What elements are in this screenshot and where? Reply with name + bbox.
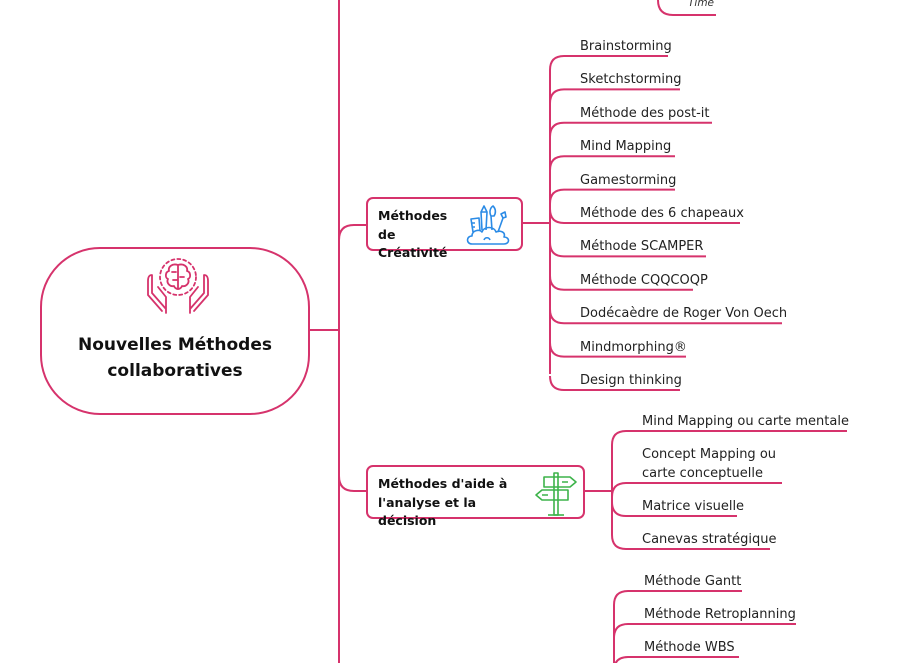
leaf-node[interactable]: Design thinking xyxy=(580,373,682,388)
leaf-underline xyxy=(614,656,739,663)
leaf-underline xyxy=(549,342,686,358)
branch-methodes-analyse-decision[interactable]: Méthodes d'aide à l'analyse et la décisi… xyxy=(366,465,585,528)
leaf-underline xyxy=(549,242,706,258)
leaf-underline xyxy=(549,275,693,291)
leaf-node[interactable]: Mind Mapping ou carte mentale xyxy=(642,414,849,429)
leaf-underline xyxy=(611,534,770,550)
planning-leaf-lines xyxy=(613,590,796,663)
leaf-node[interactable]: Sketchstorming xyxy=(580,72,682,88)
leaf-node[interactable]: Mindmorphing® xyxy=(580,339,687,355)
leaf-underline xyxy=(549,55,668,71)
leaf-node[interactable]: Méthode CQQCOQP xyxy=(580,272,708,288)
leaf-underline xyxy=(549,88,680,104)
branch-label: Méthodes d'aide à l'analyse et la décisi… xyxy=(378,476,508,528)
time-label: Time xyxy=(688,0,715,9)
leaf-node[interactable]: Méthode des post-it xyxy=(580,105,710,121)
leaf-node[interactable]: Brainstorming xyxy=(580,39,672,54)
leaf-underline xyxy=(613,623,796,639)
leaf-node[interactable]: Matrice visuelle xyxy=(642,499,745,514)
creativite-leaf-lines xyxy=(549,55,782,391)
leaf-underline xyxy=(549,155,675,171)
leaf-underline xyxy=(611,501,737,517)
leaf-underline xyxy=(611,430,847,446)
central-node[interactable]: Nouvelles Méthodes collaboratives xyxy=(40,247,310,415)
leaf-node[interactable]: Méthode des 6 chapeaux xyxy=(580,206,744,221)
leaf-underline xyxy=(549,121,712,137)
leaf-node[interactable]: Méthode Retroplanning xyxy=(644,607,796,622)
art-supplies-cloud-icon xyxy=(466,205,510,245)
leaf-node[interactable]: Mind Mapping xyxy=(580,139,672,155)
branch-connector-analyse xyxy=(338,475,366,492)
time-underline xyxy=(657,0,716,16)
leaf-node[interactable]: Gamestorming xyxy=(580,172,677,188)
leaf-underline xyxy=(549,309,782,325)
branch-methodes-creativite[interactable]: Méthodes de Créativité xyxy=(366,197,523,260)
brain-in-hands-icon xyxy=(147,258,209,314)
leaf-node[interactable]: Dodécaèdre de Roger Von Oech xyxy=(580,306,788,322)
leaf-node[interactable]: Méthode Gantt xyxy=(644,574,742,589)
leaf-underline xyxy=(613,590,742,606)
central-title: Nouvelles Méthodes collaboratives xyxy=(77,335,272,381)
leaf-node[interactable]: Canevas stratégique xyxy=(642,532,777,547)
branch-label: Méthodes de Créativité xyxy=(378,208,448,260)
analyse-leaf-lines xyxy=(611,430,847,550)
leaf-underline xyxy=(549,208,740,224)
leaf-underline xyxy=(549,188,675,204)
leaf-node[interactable]: Concept Mapping ou carte conceptuelle xyxy=(642,447,777,481)
leaf-underline xyxy=(549,375,680,391)
leaf-node[interactable]: Méthode SCAMPER xyxy=(580,239,704,255)
leaf-node[interactable]: Méthode WBS xyxy=(644,640,735,655)
signpost-icon xyxy=(535,472,577,516)
leaf-underline xyxy=(611,482,782,498)
branch-connector-creativite xyxy=(338,224,366,241)
